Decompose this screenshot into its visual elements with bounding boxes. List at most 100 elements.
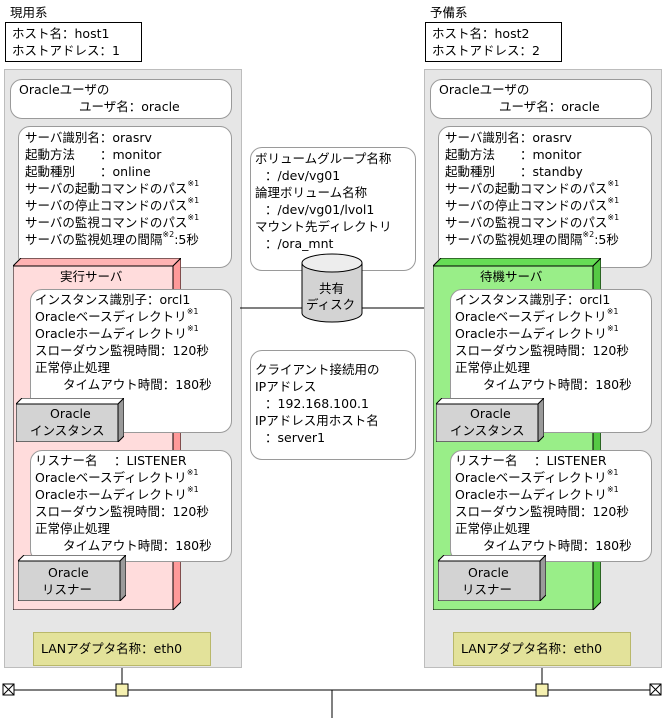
active-listener-normal-stop: 正常停止処理 bbox=[35, 521, 111, 536]
standby-listener-slowdown: スローダウン監視時間：120秒 bbox=[455, 504, 629, 519]
standby-start-cmd: サーバの起動コマンドのパス※1 bbox=[445, 179, 620, 197]
shared-disk-line2: ディスク bbox=[306, 297, 356, 312]
active-listener-name: リスナー名 ：LISTENER bbox=[35, 453, 187, 468]
active-oracle-user-box: Oracleユーザの ユーザ名：oracle bbox=[10, 79, 232, 119]
standby-listener-name: リスナー名 ：LISTENER bbox=[455, 453, 607, 468]
active-listener-line2: リスナー bbox=[42, 582, 93, 597]
client-line1: クライアント接続用の bbox=[255, 362, 380, 377]
standby-instance-id: インスタンス識別子：orcl1 bbox=[455, 292, 611, 307]
active-tap-icon bbox=[115, 683, 129, 697]
standby-listener-line2: リスナー bbox=[462, 582, 513, 597]
standby-instance-timeout: タイムアウト時間：180秒 bbox=[483, 377, 632, 392]
standby-role-label: 待機サーバ bbox=[480, 269, 543, 284]
active-listener-home: Oracleホームディレクトリ※1 bbox=[35, 485, 199, 503]
active-instance-base: Oracleベースディレクトリ※1 bbox=[35, 307, 199, 325]
standby-start-type: 起動種別 ：standby bbox=[445, 164, 583, 179]
logical-volume-value: ：/dev/vg01/lvol1 bbox=[265, 202, 375, 217]
active-start-cmd: サーバの起動コマンドのパス※1 bbox=[25, 179, 200, 197]
active-stop-cmd: サーバの停止コマンドのパス※1 bbox=[25, 196, 200, 214]
active-listener-line1: Oracle bbox=[48, 565, 89, 580]
active-listener-slowdown: スローダウン監視時間：120秒 bbox=[35, 504, 209, 519]
standby-host-name: ホスト名：host2 bbox=[432, 26, 530, 41]
standby-instance-normal-stop: 正常停止処理 bbox=[455, 360, 531, 375]
active-listener-box: リスナー名 ：LISTENER Oracleベースディレクトリ※1 Oracle… bbox=[30, 450, 232, 562]
active-monitor-cmd: サーバの監視コマンドのパス※1 bbox=[25, 213, 200, 231]
shared-disk-line1: 共有 bbox=[319, 281, 345, 296]
standby-oracle-user-label: Oracleユーザの bbox=[439, 82, 530, 97]
active-instance-id: インスタンス識別子：orcl1 bbox=[35, 292, 191, 307]
standby-oracle-user-box: Oracleユーザの ユーザ名：oracle bbox=[430, 79, 652, 119]
standby-listener-base: Oracleベースディレクトリ※1 bbox=[455, 468, 619, 486]
client-ip: ：192.168.100.1 bbox=[265, 396, 369, 411]
active-listener-timeout: タイムアウト時間：180秒 bbox=[63, 538, 212, 553]
client-line2: IPアドレス bbox=[255, 379, 317, 394]
standby-system-label: 予備系 bbox=[430, 5, 468, 20]
standby-listener-box: リスナー名 ：LISTENER Oracleベースディレクトリ※1 Oracle… bbox=[450, 450, 652, 562]
active-server-name: サーバ識別名：orasrv bbox=[25, 130, 152, 145]
active-instance-line2: インスタンス bbox=[30, 423, 105, 438]
active-host-box: ホスト名：host1 ホストアドレス：1 bbox=[5, 22, 142, 62]
standby-host-address: ホストアドレス：2 bbox=[432, 43, 540, 58]
active-listener-base: Oracleベースディレクトリ※1 bbox=[35, 468, 199, 486]
standby-tap-icon bbox=[535, 683, 549, 697]
active-lan-adapter: LANアダプタ名称：eth0 bbox=[33, 632, 211, 666]
standby-monitor-interval: サーバの監視処理の間隔※2:5秒 bbox=[445, 230, 619, 248]
active-system-label: 現用系 bbox=[10, 5, 48, 20]
shared-disk-icon bbox=[301, 253, 363, 323]
active-listener-3d-shape bbox=[18, 555, 126, 601]
volume-group-value: ：/dev/vg01 bbox=[265, 168, 341, 183]
standby-listener-timeout: タイムアウト時間：180秒 bbox=[483, 538, 632, 553]
standby-instance-3d-shape bbox=[436, 398, 544, 442]
active-instance-3d-shape bbox=[16, 398, 124, 442]
active-lan-label: LANアダプタ名称：eth0 bbox=[41, 641, 183, 656]
standby-instance-line1: Oracle bbox=[470, 406, 511, 421]
mount-dir-label: マウント先ディレクトリ bbox=[255, 219, 392, 234]
client-host-value: ：server1 bbox=[265, 430, 326, 445]
logical-volume-label: 論理ボリューム名称 bbox=[255, 185, 368, 200]
client-info-box: クライアント接続用の IPアドレス ：192.168.100.1 IPアドレス用… bbox=[250, 350, 416, 460]
mount-dir-value: ：/ora_mnt bbox=[265, 236, 334, 251]
standby-oracle-listener-box: Oracle リスナー bbox=[438, 555, 546, 601]
active-oracle-user-name: ユーザ名：oracle bbox=[79, 99, 180, 114]
standby-instance-box: インスタンス識別子：orcl1 Oracleベースディレクトリ※1 Oracle… bbox=[450, 289, 652, 433]
standby-listener-home: Oracleホームディレクトリ※1 bbox=[455, 485, 619, 503]
standby-start-method: 起動方法 ：monitor bbox=[445, 147, 582, 162]
standby-instance-home: Oracleホームディレクトリ※1 bbox=[455, 324, 619, 342]
standby-instance-slowdown: スローダウン監視時間：120秒 bbox=[455, 343, 629, 358]
standby-oracle-user-name: ユーザ名：oracle bbox=[499, 99, 600, 114]
standby-server-box: サーバ識別名：orasrv 起動方法 ：monitor 起動種別 ：standb… bbox=[438, 126, 652, 268]
active-oracle-user-label: Oracleユーザの bbox=[19, 82, 110, 97]
active-instance-slowdown: スローダウン監視時間：120秒 bbox=[35, 343, 209, 358]
active-start-type: 起動種別 ：online bbox=[25, 164, 151, 179]
terminator-right-icon bbox=[649, 683, 662, 696]
active-instance-timeout: タイムアウト時間：180秒 bbox=[63, 377, 212, 392]
volume-info-box: ボリュームグループ名称 ：/dev/vg01 論理ボリューム名称 ：/dev/v… bbox=[250, 147, 416, 271]
active-instance-normal-stop: 正常停止処理 bbox=[35, 360, 111, 375]
active-server-box: サーバ識別名：orasrv 起動方法 ：monitor 起動種別 ：online… bbox=[18, 126, 232, 268]
standby-stop-cmd: サーバの停止コマンドのパス※1 bbox=[445, 196, 620, 214]
standby-listener-normal-stop: 正常停止処理 bbox=[455, 521, 531, 536]
standby-host-box: ホスト名：host2 ホストアドレス：2 bbox=[425, 22, 562, 62]
volume-group-label: ボリュームグループ名称 bbox=[255, 151, 392, 166]
standby-lan-adapter: LANアダプタ名称：eth0 bbox=[453, 632, 631, 666]
standby-oracle-instance-box: Oracle インスタンス bbox=[436, 398, 544, 442]
active-instance-line1: Oracle bbox=[50, 406, 91, 421]
terminator-left-icon bbox=[2, 683, 15, 696]
active-oracle-instance-box: Oracle インスタンス bbox=[16, 398, 124, 442]
active-start-method: 起動方法 ：monitor bbox=[25, 147, 162, 162]
standby-lan-label: LANアダプタ名称：eth0 bbox=[461, 641, 603, 656]
standby-listener-line1: Oracle bbox=[468, 565, 509, 580]
active-role-label: 実行サーバ bbox=[60, 269, 123, 284]
standby-monitor-cmd: サーバの監視コマンドのパス※1 bbox=[445, 213, 620, 231]
standby-instance-line2: インスタンス bbox=[450, 423, 525, 438]
standby-instance-base: Oracleベースディレクトリ※1 bbox=[455, 307, 619, 325]
active-oracle-listener-box: Oracle リスナー bbox=[18, 555, 126, 601]
active-monitor-interval: サーバの監視処理の間隔※2:5秒 bbox=[25, 230, 199, 248]
active-host-name: ホスト名：host1 bbox=[12, 26, 110, 41]
active-host-address: ホストアドレス：1 bbox=[12, 43, 120, 58]
active-instance-home: Oracleホームディレクトリ※1 bbox=[35, 324, 199, 342]
standby-listener-3d-shape bbox=[438, 555, 546, 601]
standby-server-name: サーバ識別名：orasrv bbox=[445, 130, 572, 145]
client-host-label: IPアドレス用ホスト名 bbox=[255, 413, 379, 428]
